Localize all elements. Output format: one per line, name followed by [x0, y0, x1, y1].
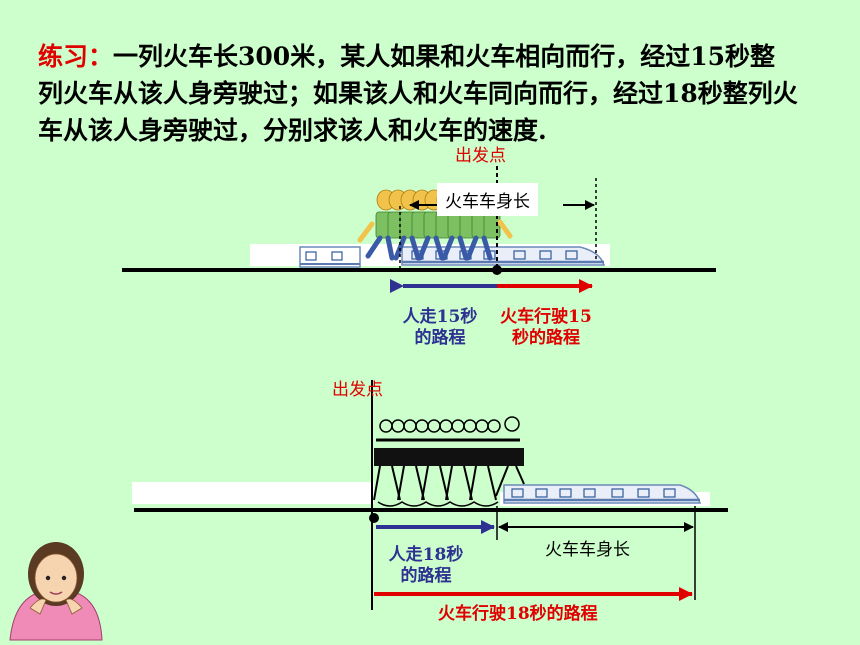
- problem-text: 练习：一列火车长300米，某人如果和火车相向而行，经过15秒整列火车从该人身旁驶…: [38, 38, 798, 149]
- top-train-distance-line2: 秒的路程: [512, 328, 580, 348]
- bottom-start-label: 出发点: [332, 380, 383, 400]
- bottom-person-distance-line2: 的路程: [400, 566, 452, 586]
- top-start-label: 出发点: [455, 146, 506, 166]
- top-train-left-car: [299, 246, 361, 268]
- top-person-distance-line1: 人走15秒: [402, 307, 478, 327]
- thinking-girl-illustration: [9, 542, 103, 641]
- problem-body: 一列火车长300米，某人如果和火车相向而行，经过15秒整列火车从该人身旁驶过；如…: [38, 42, 798, 145]
- bottom-running-person-sequence: [373, 416, 525, 507]
- problem-lead: 练习：: [38, 42, 114, 71]
- bottom-person-distance-line1: 人走18秒: [388, 545, 464, 565]
- top-train-length-label: 火车车身长: [437, 183, 538, 216]
- top-diagram: [122, 166, 716, 293]
- bottom-train-distance-label: 火车行驶18秒的路程: [438, 604, 598, 624]
- bottom-start-point: [369, 513, 379, 523]
- top-person-distance-line2: 的路程: [414, 328, 466, 348]
- top-person-distance-label: 人走15秒 的路程: [393, 307, 487, 349]
- top-start-point: [492, 265, 502, 275]
- bottom-track-bed-left: [132, 482, 374, 504]
- bottom-train: [503, 484, 702, 504]
- bottom-person-distance-label: 人走18秒 的路程: [378, 545, 474, 587]
- top-train-distance-label: 火车行驶15 秒的路程: [488, 307, 604, 349]
- top-train: [401, 246, 606, 266]
- bottom-diagram: [132, 380, 728, 610]
- top-train-distance-line1: 火车行驶15: [500, 307, 592, 327]
- bottom-train-length-label: 火车车身长: [545, 540, 630, 560]
